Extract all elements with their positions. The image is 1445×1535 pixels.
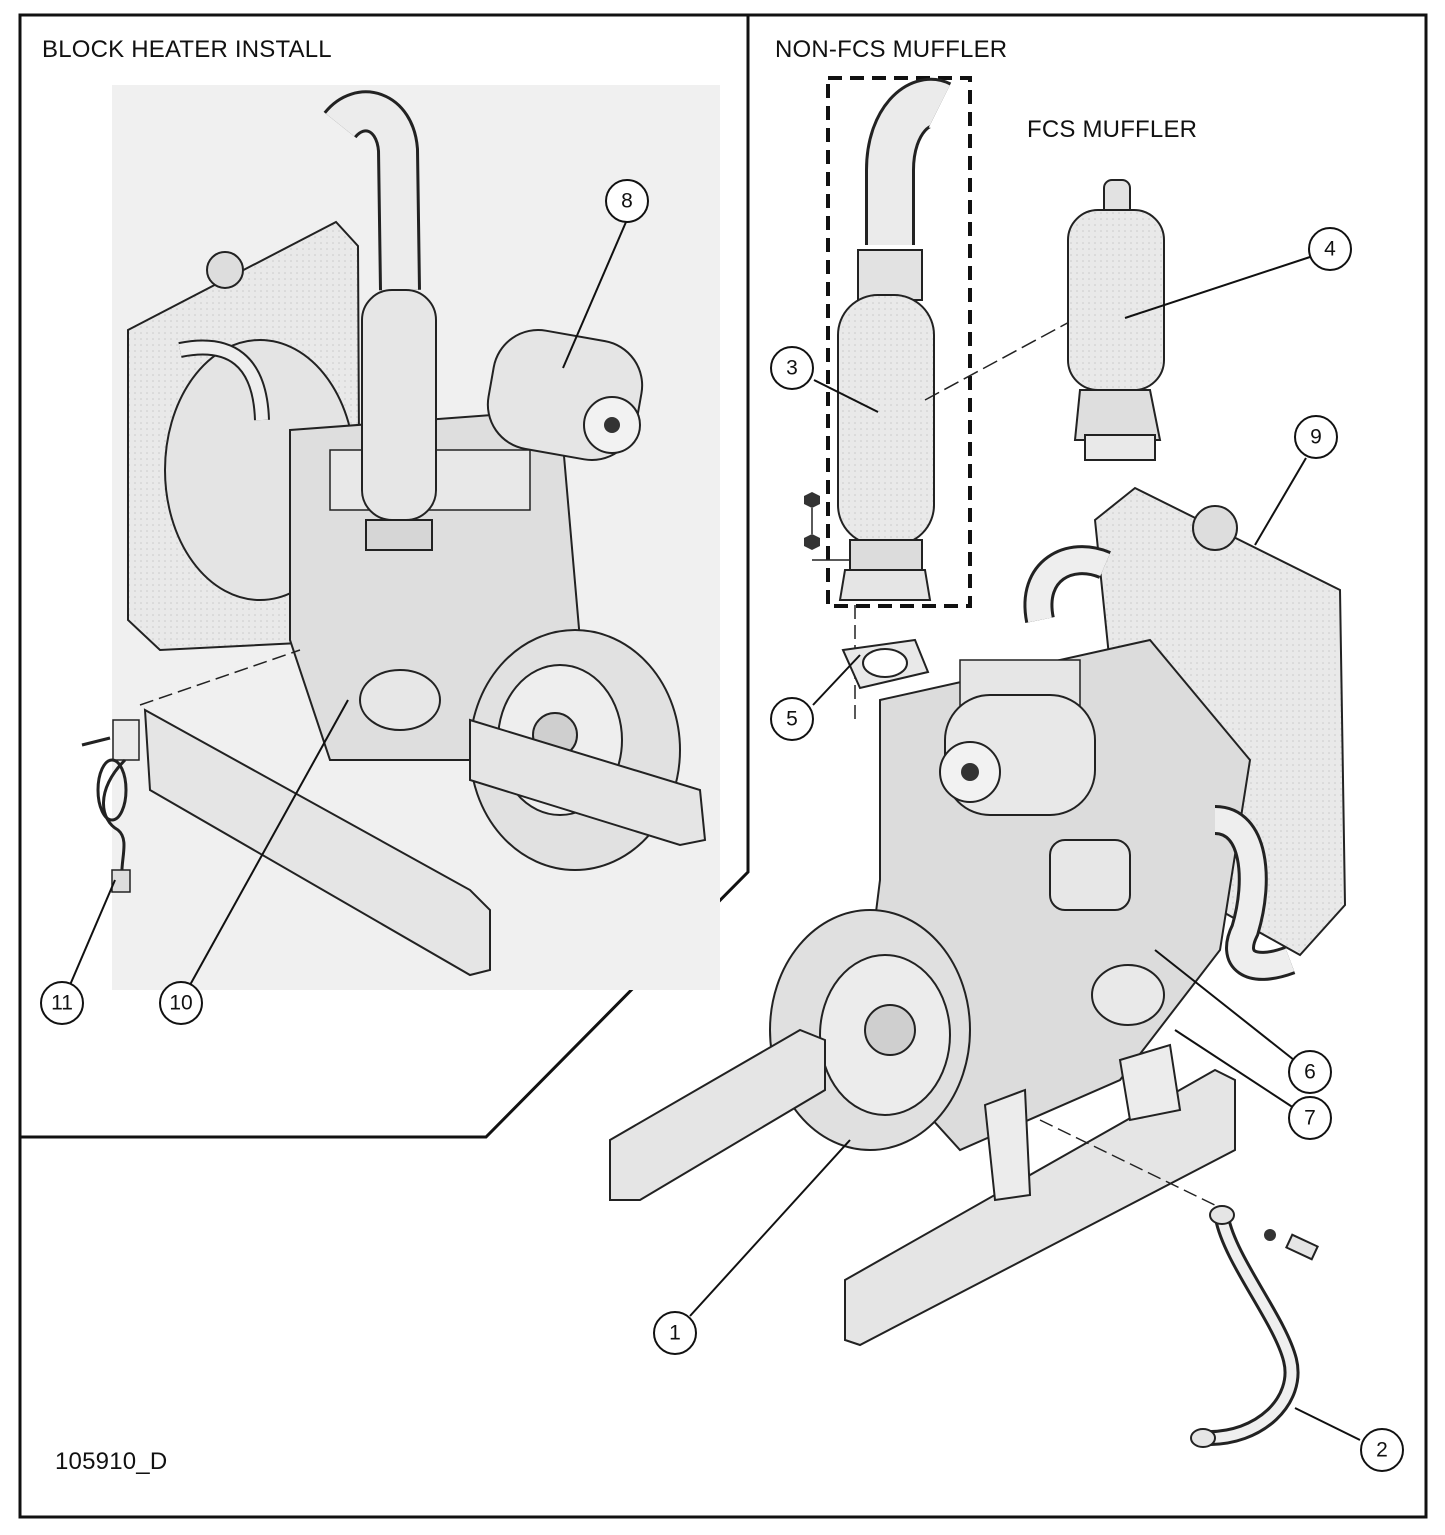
ground-strap-drawing — [1190, 1205, 1319, 1448]
callout-10: 10 — [159, 981, 203, 1025]
svg-text:11: 11 — [51, 992, 73, 1015]
block-heater-install-label: BLOCK HEATER INSTALL — [42, 36, 332, 63]
callout-3: 3 — [770, 346, 814, 390]
main-engine-drawing — [609, 486, 1347, 1347]
non-fcs-muffler-label: NON-FCS MUFFLER — [775, 36, 1008, 63]
svg-text:4: 4 — [1324, 238, 1336, 261]
callout-8: 8 — [605, 179, 649, 223]
non-fcs-muffler-drawing — [804, 76, 1111, 720]
svg-text:1: 1 — [669, 1322, 681, 1345]
gasket-drawing — [841, 638, 930, 690]
callout-2: 2 — [1360, 1428, 1404, 1472]
fcs-muffler-drawing — [1067, 179, 1165, 461]
svg-text:2: 2 — [1376, 1439, 1388, 1462]
svg-text:7: 7 — [1304, 1107, 1316, 1130]
fcs-muffler-label: FCS MUFFLER — [1027, 116, 1198, 143]
svg-text:10: 10 — [169, 992, 192, 1015]
svg-text:8: 8 — [621, 190, 633, 213]
frame — [18, 13, 1428, 1519]
svg-text:5: 5 — [786, 708, 798, 731]
callout-11: 11 — [40, 981, 84, 1025]
drawing-number-label: 105910_D — [55, 1448, 168, 1475]
svg-text:9: 9 — [1310, 426, 1322, 449]
callout-1: 1 — [653, 1311, 697, 1355]
callout-5: 5 — [770, 697, 814, 741]
callout-7: 7 — [1288, 1096, 1332, 1140]
callout-9: 9 — [1294, 415, 1338, 459]
leader-lines — [69, 221, 1361, 1441]
block-heater-engine-drawing — [81, 85, 720, 990]
svg-text:6: 6 — [1304, 1061, 1316, 1084]
callout-6: 6 — [1288, 1050, 1332, 1094]
callout-4: 4 — [1308, 227, 1352, 271]
svg-text:3: 3 — [786, 357, 798, 380]
